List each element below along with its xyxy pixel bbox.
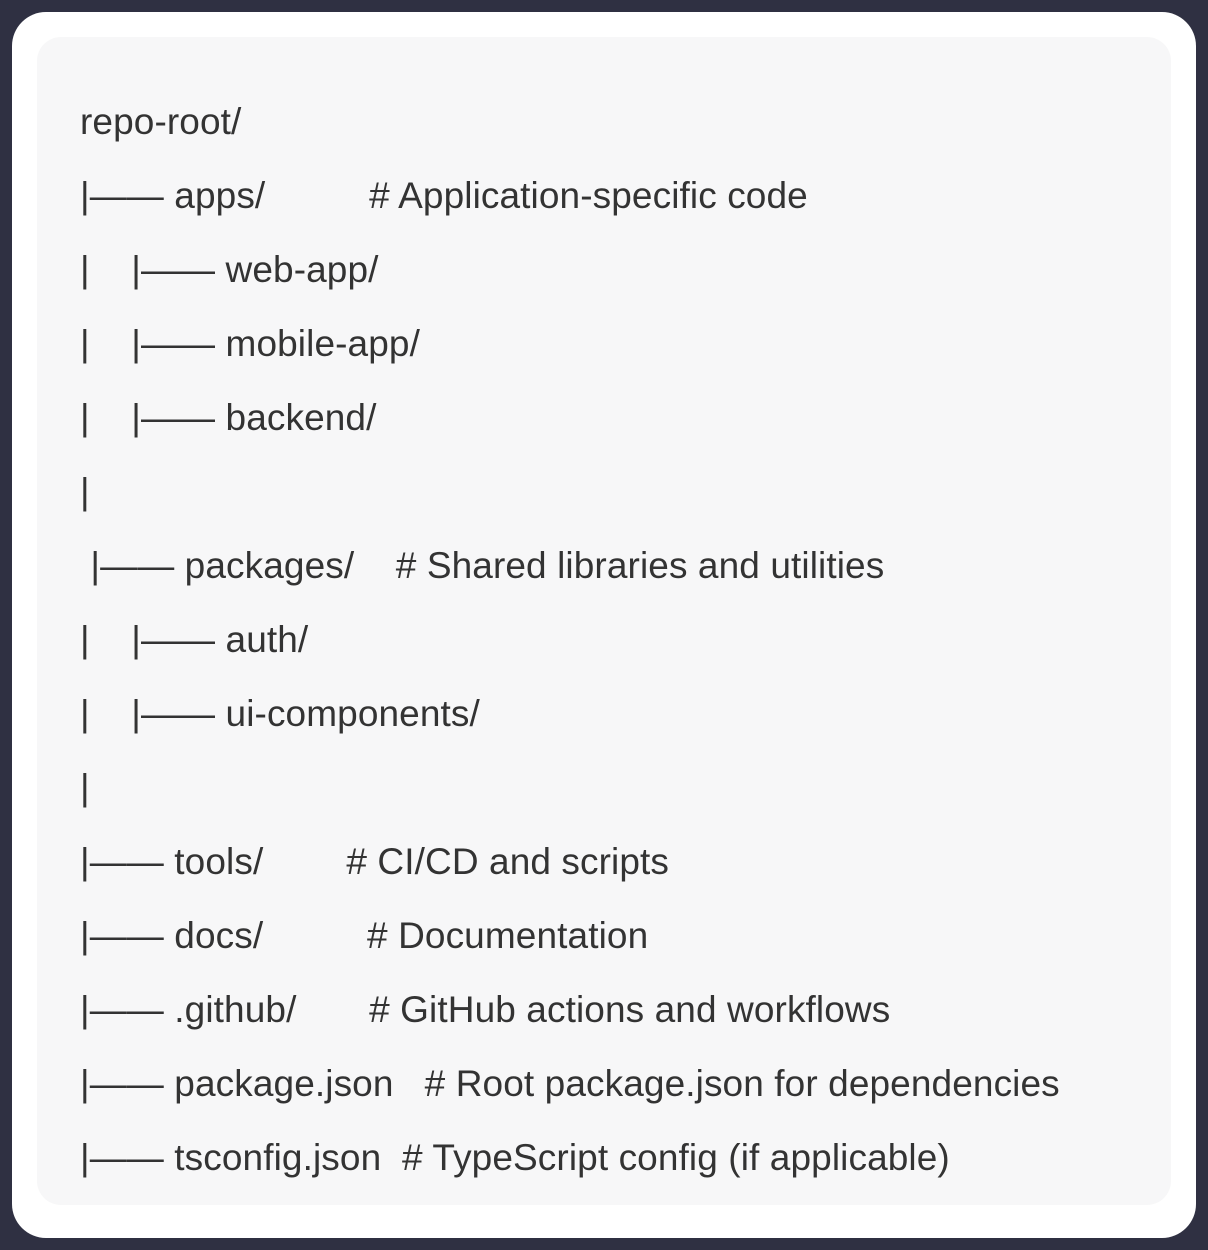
tree-line-docs: |—— docs/ # Documentation: [80, 915, 649, 956]
tree-line-spacer-1: |: [80, 471, 90, 512]
directory-tree: repo-root/ |—— apps/ # Application-specif…: [80, 85, 1171, 1195]
tree-line-apps: |—— apps/ # Application-specific code: [80, 175, 808, 216]
tree-line-web-app: | |—— web-app/: [80, 249, 379, 290]
tree-line-root: repo-root/: [80, 101, 242, 142]
tree-line-spacer-2: |: [80, 767, 90, 808]
tree-line-packages: |—— packages/ # Shared libraries and uti…: [80, 545, 885, 586]
tree-line-mobile-app: | |—— mobile-app/: [80, 323, 420, 364]
tree-line-tools: |—— tools/ # CI/CD and scripts: [80, 841, 670, 882]
card-container: repo-root/ |—— apps/ # Application-specif…: [12, 12, 1196, 1238]
tree-line-package-json: |—— package.json # Root package.json for…: [80, 1063, 1060, 1104]
tree-line-ui-components: | |—— ui-components/: [80, 693, 480, 734]
tree-line-tsconfig-json: |—— tsconfig.json # TypeScript config (i…: [80, 1137, 950, 1178]
tree-line-github: |—— .github/ # GitHub actions and workfl…: [80, 989, 891, 1030]
code-block-panel: repo-root/ |—— apps/ # Application-specif…: [37, 37, 1171, 1205]
tree-line-backend: | |—— backend/: [80, 397, 377, 438]
tree-line-auth: | |—— auth/: [80, 619, 309, 660]
